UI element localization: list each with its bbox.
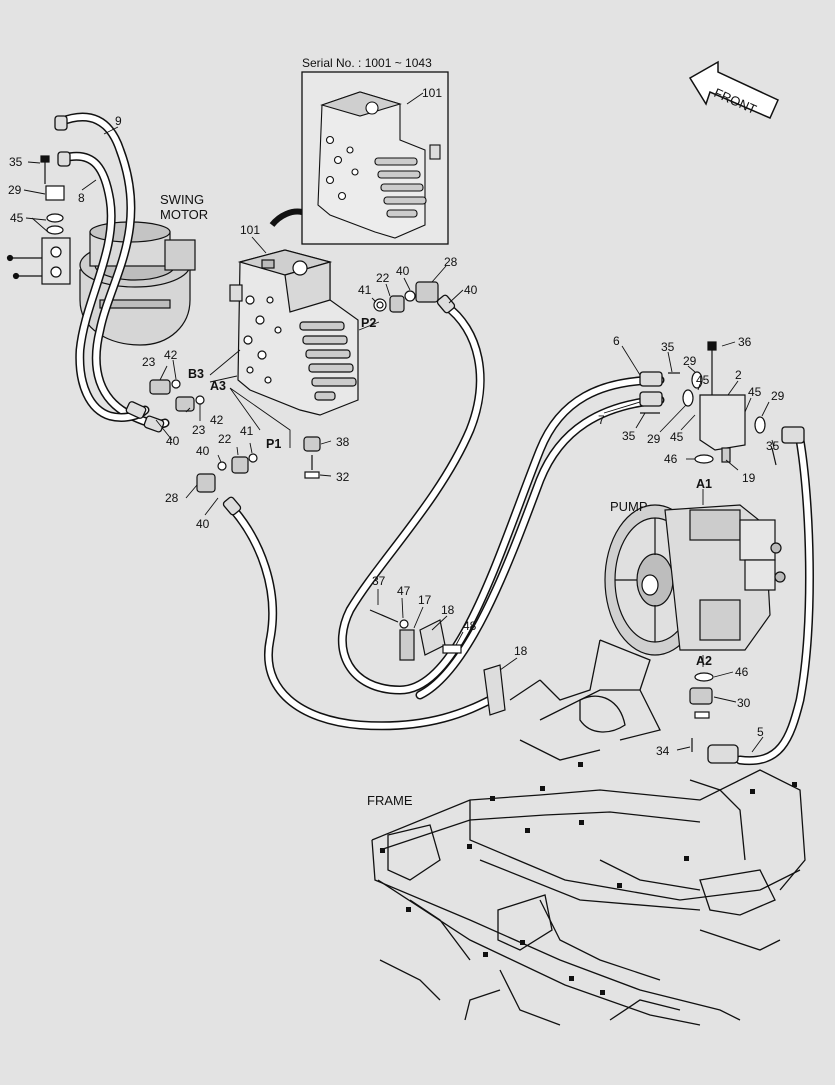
frame-drawing	[371, 639, 806, 1026]
callout: 38	[336, 435, 350, 449]
serial-title: Serial No. : 1001 ~ 1043	[302, 56, 432, 70]
port-p2: P2	[361, 316, 376, 330]
callout: 29	[683, 354, 697, 368]
serial-inset: Serial No. : 1001 ~ 1043	[301, 56, 449, 245]
swing-motor-label-line1: SWING	[160, 192, 204, 207]
callout: 23	[192, 423, 206, 437]
callout: 8	[78, 191, 85, 205]
frame-holes	[380, 762, 797, 995]
callout: 28	[444, 255, 458, 269]
frame-label: FRAME	[367, 793, 413, 808]
callout: 40	[196, 517, 210, 531]
port-a1: A1	[696, 477, 712, 491]
callout: 22	[218, 432, 232, 446]
callout: 40	[464, 283, 478, 297]
callout: 17	[418, 593, 432, 607]
callout: 35	[622, 429, 636, 443]
port-labels: B3 A3 P1 P2 A1 A2	[188, 316, 712, 668]
callout: 7	[598, 413, 605, 427]
callout: 40	[196, 444, 210, 458]
callout: 28	[165, 491, 179, 505]
callout: 22	[376, 271, 390, 285]
callout: 47	[397, 584, 411, 598]
hose-fittings	[54, 115, 805, 764]
callout: 29	[771, 389, 785, 403]
callout: 45	[748, 385, 762, 399]
port-a3: A3	[210, 379, 226, 393]
callout: 36	[738, 335, 752, 349]
callout: 45	[10, 211, 24, 225]
port-p1: P1	[266, 437, 281, 451]
swing-motor-label-line2: MOTOR	[160, 207, 208, 222]
front-arrow: FRONT	[688, 60, 779, 119]
callout: 6	[613, 334, 620, 348]
callout: 37	[372, 574, 386, 588]
callout: 46	[664, 452, 678, 466]
callout: 35	[766, 439, 780, 453]
callout: 5	[757, 725, 764, 739]
inset-arrow	[269, 208, 303, 227]
callout: 41	[240, 424, 254, 438]
callout: 29	[647, 432, 661, 446]
callout: 18	[441, 603, 455, 617]
fitting-parts	[149, 281, 777, 752]
callout: 2	[735, 368, 742, 382]
callout: 41	[358, 283, 372, 297]
swing-flange-parts	[40, 155, 65, 235]
callout: 32	[336, 470, 350, 484]
pump-drawing	[604, 504, 786, 656]
callout: 101	[240, 223, 260, 237]
swing-motor-drawing	[6, 221, 196, 346]
hose-lines	[55, 112, 814, 766]
callout: 48	[463, 619, 477, 633]
callout: 101	[422, 86, 442, 100]
callout: 42	[164, 348, 178, 362]
control-valve-drawing	[229, 249, 359, 416]
callout: 45	[696, 373, 710, 387]
callout: 30	[737, 696, 751, 710]
callout: 40	[166, 434, 180, 448]
pump-label: PUMP	[610, 499, 648, 514]
callout: 46	[735, 665, 749, 679]
port-b3: B3	[188, 367, 204, 381]
callout-labels: 9 35 29 8 45 101 101 22 40 28 41 40 23 4…	[8, 86, 785, 758]
callout: 45	[670, 430, 684, 444]
callout: 35	[9, 155, 23, 169]
callout: 40	[396, 264, 410, 278]
callout: 42	[210, 413, 224, 427]
port-a2: A2	[696, 654, 712, 668]
callout: 34	[656, 744, 670, 758]
callout: 9	[115, 114, 122, 128]
leader-lines	[23, 92, 775, 753]
callout: 35	[661, 340, 675, 354]
callout: 19	[742, 471, 756, 485]
callout: 18	[514, 644, 528, 658]
callout: 23	[142, 355, 156, 369]
callout: 29	[8, 183, 22, 197]
